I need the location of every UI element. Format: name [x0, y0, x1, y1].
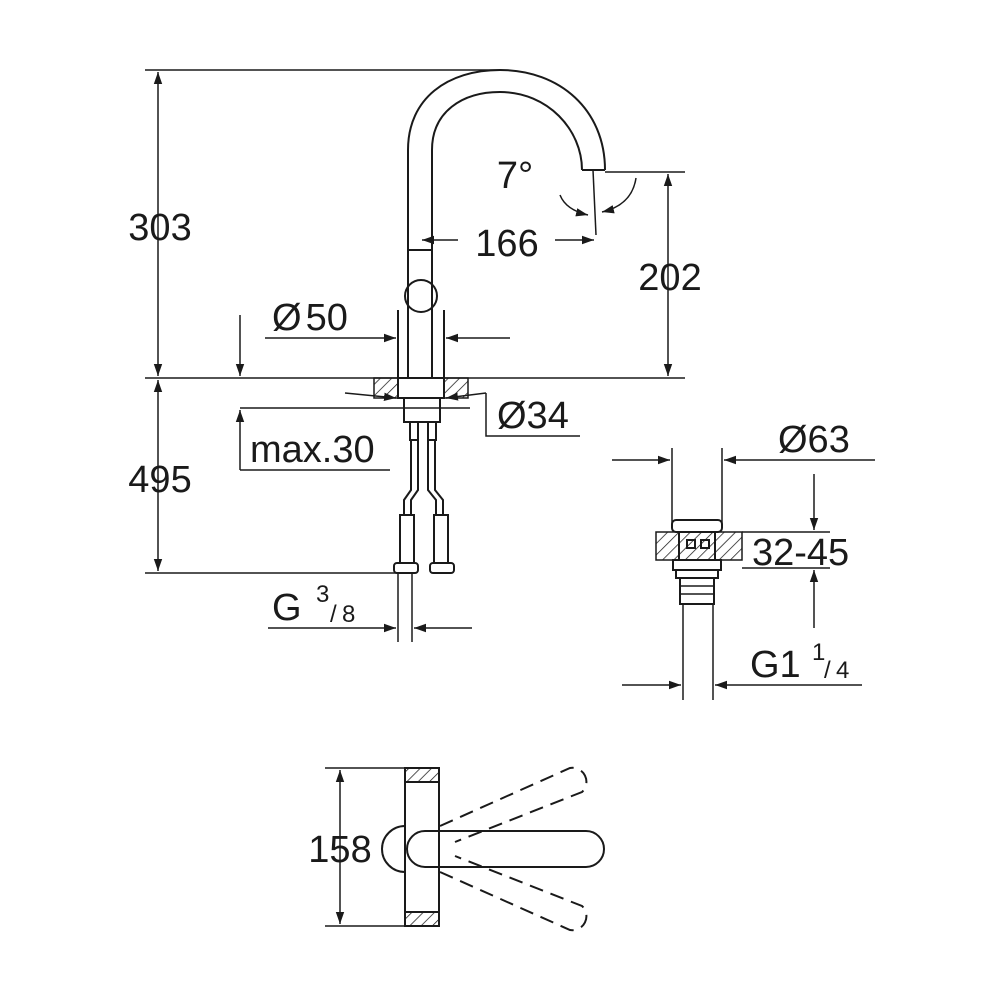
label-1: 1 — [812, 639, 825, 666]
basin-section — [655, 531, 743, 561]
dim-spout-reach: 166 — [422, 223, 594, 265]
waste-body — [679, 577, 715, 605]
label-7-degrees: 7° — [497, 155, 533, 197]
lever-handle — [406, 830, 605, 868]
dim-hole-diameter: Ø34 — [344, 392, 580, 437]
handle-knob — [404, 279, 438, 313]
faucet-top-view — [381, 766, 605, 932]
diameter-symbol: Ø — [272, 297, 302, 339]
dim-waste-range: 32-45 — [742, 474, 849, 628]
waste-fitting — [655, 448, 743, 700]
label-495: 495 — [128, 459, 191, 501]
dim-waste-thread: G1 1 / 4 — [622, 639, 862, 690]
label-diameter-63: Ø63 — [778, 419, 850, 461]
lever-rotated-down — [439, 855, 588, 932]
dim-total-height: 303 — [128, 69, 500, 376]
hose-left — [403, 440, 412, 515]
label-g1: G1 — [750, 644, 801, 686]
top-view-knob — [381, 825, 406, 873]
dim-spout-height: 202 — [605, 171, 702, 376]
dim-waste-diameter: Ø63 — [612, 419, 875, 465]
label-4: 4 — [836, 657, 849, 684]
svg-text:/: / — [824, 657, 831, 684]
dim-deck-thickness: max.30 — [235, 315, 390, 471]
label-8: 8 — [342, 601, 355, 628]
waste-cap — [671, 519, 723, 533]
svg-text:Ø50: Ø50 — [272, 297, 348, 339]
hose-fitting-left — [399, 514, 415, 564]
dim-top-view-width: 158 — [308, 767, 405, 927]
label-32-45: 32-45 — [752, 532, 849, 574]
label-g: G — [272, 587, 302, 629]
dim-spout-angle: 7° — [497, 155, 637, 236]
label-max-30: max.30 — [250, 429, 375, 471]
spout-inner — [431, 90, 583, 250]
label-diameter-34: Ø34 — [497, 395, 569, 437]
dim-hose-thread: G 3 / 8 — [268, 573, 472, 642]
lever-rotated-up — [439, 766, 588, 843]
label-3: 3 — [316, 581, 329, 608]
label-158: 158 — [308, 829, 371, 871]
hose-fitting-right — [433, 514, 449, 564]
faucet-side-view — [145, 68, 685, 574]
label-303: 303 — [128, 207, 191, 249]
label-202: 202 — [638, 257, 701, 299]
label-166: 166 — [475, 223, 538, 265]
dim-hose-length: 495 — [128, 380, 400, 574]
label-50: 50 — [306, 297, 348, 339]
mounting-nut — [403, 397, 441, 423]
svg-text:/: / — [330, 601, 337, 628]
top-view-body — [404, 767, 440, 927]
hose-right — [427, 440, 437, 515]
